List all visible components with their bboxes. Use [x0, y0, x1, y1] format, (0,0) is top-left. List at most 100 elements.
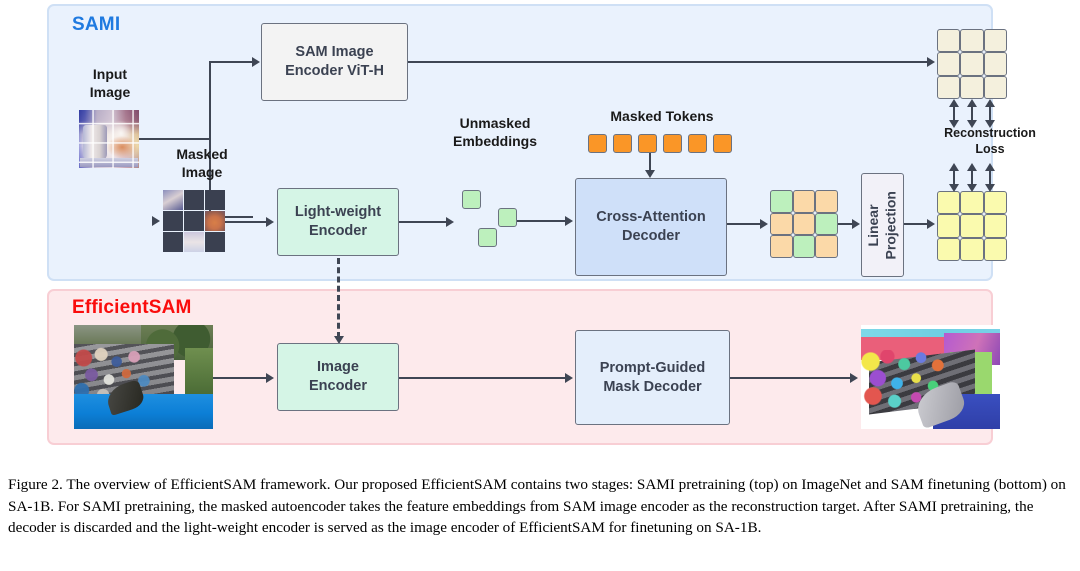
masked-token	[713, 134, 732, 153]
connector-photo-to-image-encoder	[213, 377, 267, 379]
box-prompt-guided-mask-decoder[interactable]: Prompt-Guided Mask Decoder	[575, 330, 730, 425]
grid-cell	[770, 235, 793, 258]
masked-image-grid	[163, 190, 225, 252]
grid-cell	[983, 29, 1007, 53]
masked-image-cell	[163, 190, 183, 210]
arrowhead-encoder-reuse	[334, 336, 344, 344]
box-linear-projection[interactable]: Linear Projection	[861, 173, 904, 277]
grid-cell	[792, 212, 816, 236]
recon-arrowhead-down	[949, 184, 959, 192]
recon-arrow-shaft	[971, 104, 973, 122]
grid-cell	[815, 212, 838, 236]
grid-cell	[960, 237, 984, 261]
box-sam-image-encoder[interactable]: SAM Image Encoder ViT-H	[261, 23, 408, 101]
connector-grid-to-linear-projection	[838, 223, 854, 225]
recon-arrowhead-up	[949, 99, 959, 107]
arrowhead-reconstructed-features	[927, 219, 935, 229]
sa1b-input-image-thumbnail	[74, 325, 213, 429]
masked-image-cell	[163, 211, 183, 231]
masked-image-cell	[205, 190, 225, 210]
grid-cell	[792, 190, 816, 213]
connector-to-masked-image-h	[209, 216, 253, 218]
grid-cell	[792, 235, 816, 258]
connector-linear-projection-to-recon	[904, 223, 928, 225]
connector-encoder-reuse-dashed	[337, 258, 340, 338]
masked-token	[613, 134, 632, 153]
masked-token	[688, 134, 707, 153]
masked-image-cell	[163, 232, 183, 252]
recon-arrow-shaft	[953, 168, 955, 186]
recon-arrow-shaft	[989, 168, 991, 186]
box-cross-attention-decoder[interactable]: Cross-Attention Decoder	[575, 178, 727, 276]
grid-sam-features	[937, 29, 1007, 99]
unmasked-embedding-token	[498, 208, 517, 227]
grid-cell	[937, 52, 961, 76]
masked-image-cell	[205, 211, 225, 231]
recon-arrowhead-down	[967, 184, 977, 192]
arrowhead-to-linear-projection	[852, 219, 860, 229]
connector-to-sam-encoder-h	[209, 61, 253, 63]
recon-arrowhead-up	[985, 163, 995, 171]
segment-band	[861, 329, 1000, 340]
panel-title-efficientsam: EfficientSAM	[72, 297, 192, 318]
box-image-encoder[interactable]: Image Encoder	[277, 343, 399, 411]
connector-sam-encoder-to-features	[408, 61, 928, 63]
arrowhead-to-masked-image	[152, 216, 160, 226]
masked-image-cell	[184, 232, 204, 252]
linear-projection-label: Linear Projection	[865, 190, 899, 260]
grid-cell	[960, 214, 984, 238]
box-light-weight-encoder[interactable]: Light-weight Encoder	[277, 188, 399, 256]
grid-cell	[937, 191, 961, 215]
recon-arrowhead-down	[949, 120, 959, 128]
recon-arrow-shaft	[989, 104, 991, 122]
recon-arrow-shaft	[971, 168, 973, 186]
connector-input-up	[209, 61, 211, 140]
grid-cell	[960, 191, 984, 215]
recon-arrowhead-up	[949, 163, 959, 171]
photo-pool	[74, 393, 213, 429]
arrowhead-to-image-encoder	[266, 373, 274, 383]
grid-cell	[983, 237, 1007, 261]
masked-image-thumbnail	[163, 190, 225, 252]
label-masked-image: Masked Image	[176, 146, 228, 180]
grid-cell	[960, 52, 984, 76]
arrowhead-sam-features	[927, 57, 935, 67]
recon-arrowhead-down	[985, 184, 995, 192]
masked-token	[588, 134, 607, 153]
connector-image-encoder-to-mask-decoder	[399, 377, 566, 379]
grid-cell	[960, 29, 984, 53]
figure-caption: Figure 2. The overview of EfficientSAM f…	[8, 476, 1066, 537]
masked-image-cell	[184, 211, 204, 231]
grid-cell	[983, 52, 1007, 76]
sa1b-segmented-output-thumbnail	[861, 325, 1000, 429]
grid-cell	[770, 212, 793, 236]
input-image-grid-overlay	[79, 110, 139, 168]
grid-cell	[960, 75, 984, 99]
panel-title-sami: SAMI	[72, 14, 121, 35]
grid-cell	[937, 237, 961, 261]
photo-grass	[185, 347, 213, 396]
recon-arrowhead-up	[967, 163, 977, 171]
input-image-thumbnail	[79, 110, 139, 168]
masked-token	[638, 134, 657, 153]
grid-cell	[983, 214, 1007, 238]
label-masked-tokens: Masked Tokens	[610, 108, 714, 124]
label-unmasked-embeddings: Unmasked Embeddings	[452, 115, 537, 149]
masked-image-cell	[205, 232, 225, 252]
connector-masked-to-lw-encoder	[225, 221, 267, 223]
grid-cell	[937, 29, 961, 53]
connector-masked-tokens-down	[649, 153, 651, 171]
masked-token	[663, 134, 682, 153]
arrowhead-to-cross-attention	[565, 216, 573, 226]
arrowhead-to-lw-encoder	[266, 217, 274, 227]
arrowhead-to-mask-decoder	[565, 373, 573, 383]
grid-cell	[815, 235, 838, 258]
recon-arrowhead-down	[967, 120, 977, 128]
unmasked-embedding-token	[462, 190, 481, 209]
grid-cell	[815, 190, 838, 213]
label-input-image: Input Image	[89, 66, 131, 100]
grid-cell	[937, 75, 961, 99]
arrowhead-segmented-output	[850, 373, 858, 383]
unmasked-embedding-token	[478, 228, 497, 247]
